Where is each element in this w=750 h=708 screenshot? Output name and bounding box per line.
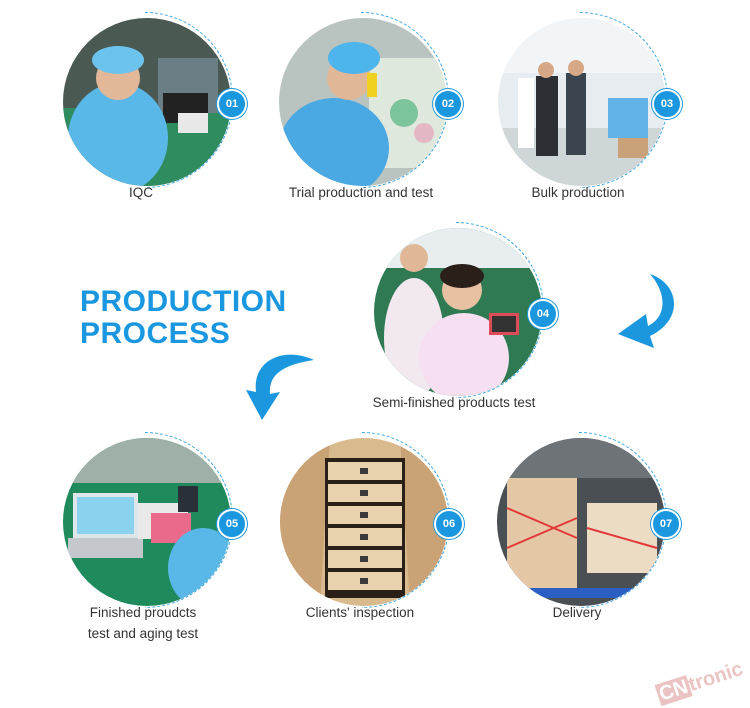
step-06: 06 Clients' inspection	[240, 432, 480, 638]
step-label-line-2: test and aging test	[87, 626, 199, 641]
step-number-badge: 05	[217, 509, 247, 539]
step-03: 03 Bulk production	[458, 12, 698, 218]
step-02: 02 Trial production and test	[241, 12, 481, 218]
step-05: 05 Finished proudcts test and aging test	[23, 432, 263, 648]
step-label: Bulk production	[531, 185, 625, 200]
step-label: Trial production and test	[288, 185, 434, 200]
photo-clients-inspection	[280, 438, 448, 606]
step-label: Semi-finished products test	[372, 395, 536, 410]
step-number-badge: 04	[528, 299, 558, 329]
curved-arrow-left-icon	[246, 354, 314, 420]
step-label-line-1: Finished proudcts	[89, 605, 197, 620]
step-07: 07 Delivery	[457, 432, 697, 638]
curved-arrow-right-icon	[618, 274, 675, 348]
step-label: Clients' inspection	[305, 605, 415, 620]
step-number-badge: 06	[434, 509, 464, 539]
photo-bulk-production	[498, 18, 666, 186]
photo-iqc	[63, 18, 231, 186]
step-number-badge: 07	[651, 509, 681, 539]
step-number-badge: 03	[652, 89, 682, 119]
step-04: 04 Semi-finished products test	[334, 222, 574, 428]
title-line-2: PROCESS	[80, 317, 231, 350]
step-number-badge: 02	[433, 89, 463, 119]
step-label: Finished proudcts test and aging test	[23, 602, 263, 644]
step-label: Delivery	[552, 605, 602, 620]
step-label: IQC	[128, 185, 153, 200]
title-line-1: PRODUCTION	[80, 285, 287, 318]
step-number-badge: 01	[217, 89, 247, 119]
photo-finished-products-test	[63, 438, 231, 606]
brand-watermark: CNtronic	[654, 658, 745, 707]
production-process-title: PRODUCTION PROCESS	[80, 286, 287, 350]
photo-semi-finished-test	[374, 228, 542, 396]
watermark-text: tronic	[685, 657, 746, 696]
step-01: 01 IQC	[21, 12, 261, 218]
photo-trial-production	[279, 18, 447, 186]
photo-delivery	[497, 438, 665, 606]
